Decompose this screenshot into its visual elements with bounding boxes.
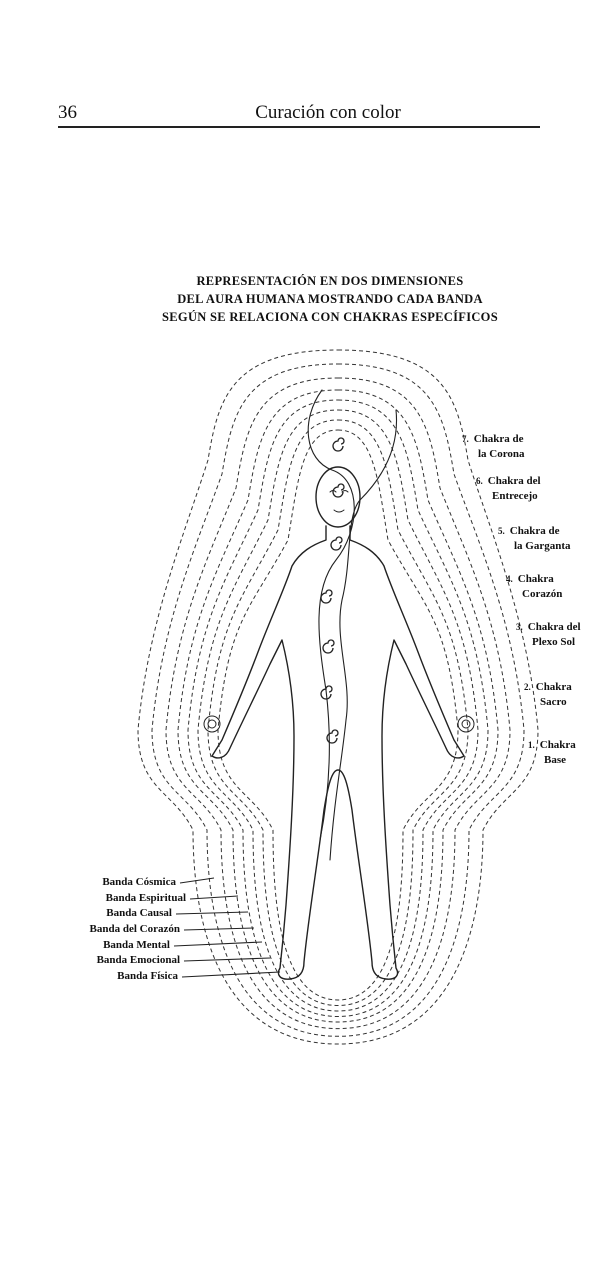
chakra-number: 7. (462, 434, 469, 444)
chakra-number: 6. (476, 476, 483, 486)
chakra-number: 3. (516, 622, 523, 632)
band-label-1: Banda Cósmica (102, 875, 176, 890)
chakra-label-7: 1. ChakraBase (528, 738, 576, 768)
body-outline (212, 526, 464, 979)
chakra-name-line-2: Corazón (506, 587, 562, 602)
chakra-number: 2. (524, 682, 531, 692)
chakra-name-line-2: Entrecejo (476, 489, 541, 504)
band-label-3: Banda Causal (106, 906, 172, 921)
chakra-point-7 (333, 438, 344, 451)
chakra-name-line-1: Chakra (536, 681, 572, 693)
chakra-name-line-1: Chakra del (528, 621, 581, 633)
chakra-name-line-1: Chakra (518, 573, 554, 585)
aura-band-outline-1 (218, 430, 458, 1000)
band-leader-line-1 (180, 878, 214, 883)
energy-stream-right (330, 410, 397, 860)
chakra-label-5: 3. Chakra delPlexo Sol (516, 620, 581, 650)
chakra-name-line-2: la Garganta (498, 539, 571, 554)
chakra-label-4: 4. ChakraCorazón (506, 572, 562, 602)
band-leader-line-5 (174, 942, 262, 946)
aura-band-outline-7 (152, 364, 524, 1036)
aura-band-outline-3 (198, 410, 478, 1011)
band-label-6: Banda Emocional (97, 953, 180, 968)
band-label-2: Banda Espiritual (106, 891, 186, 906)
chakra-name-line-2: Plexo Sol (516, 635, 581, 650)
band-leader-line-2 (190, 896, 238, 899)
chakra-number: 4. (506, 574, 513, 584)
band-leader-line-4 (184, 928, 254, 930)
band-leader-line-7 (182, 972, 280, 977)
band-label-4: Banda del Corazón (90, 922, 180, 937)
chakra-label-6: 2. ChakraSacro (524, 680, 572, 710)
chakra-points (321, 438, 344, 743)
energy-stream-left (308, 390, 354, 840)
band-leader-lines (174, 878, 280, 977)
chakra-name-line-2: la Corona (462, 447, 525, 462)
chakra-name-line-1: Chakra del (488, 475, 541, 487)
chakra-number: 1. (528, 740, 535, 750)
band-leader-line-6 (184, 958, 270, 961)
band-leader-line-3 (176, 912, 248, 914)
chakra-point-5 (331, 537, 342, 550)
chakra-name-line-1: Chakra de (510, 525, 560, 537)
band-label-7: Banda Física (117, 969, 178, 984)
chakra-label-2: 6. Chakra delEntrecejo (476, 474, 541, 504)
chakra-name-line-2: Sacro (524, 695, 572, 710)
chakra-label-3: 5. Chakra de la Garganta (498, 524, 571, 554)
aura-band-outline-6 (166, 378, 510, 1029)
chakra-number: 5. (498, 526, 505, 536)
human-figure (212, 390, 464, 979)
chakra-name-line-1: Chakra (540, 739, 576, 751)
aura-band-outline-4 (188, 400, 488, 1017)
chakra-point-4 (321, 590, 332, 603)
chakra-point-3 (323, 640, 334, 653)
chakra-name-line-1: Chakra de (474, 433, 524, 445)
band-label-5: Banda Mental (103, 938, 170, 953)
chakra-name-line-2: Base (528, 753, 576, 768)
chakra-label-1: 7. Chakra de la Corona (462, 432, 525, 462)
